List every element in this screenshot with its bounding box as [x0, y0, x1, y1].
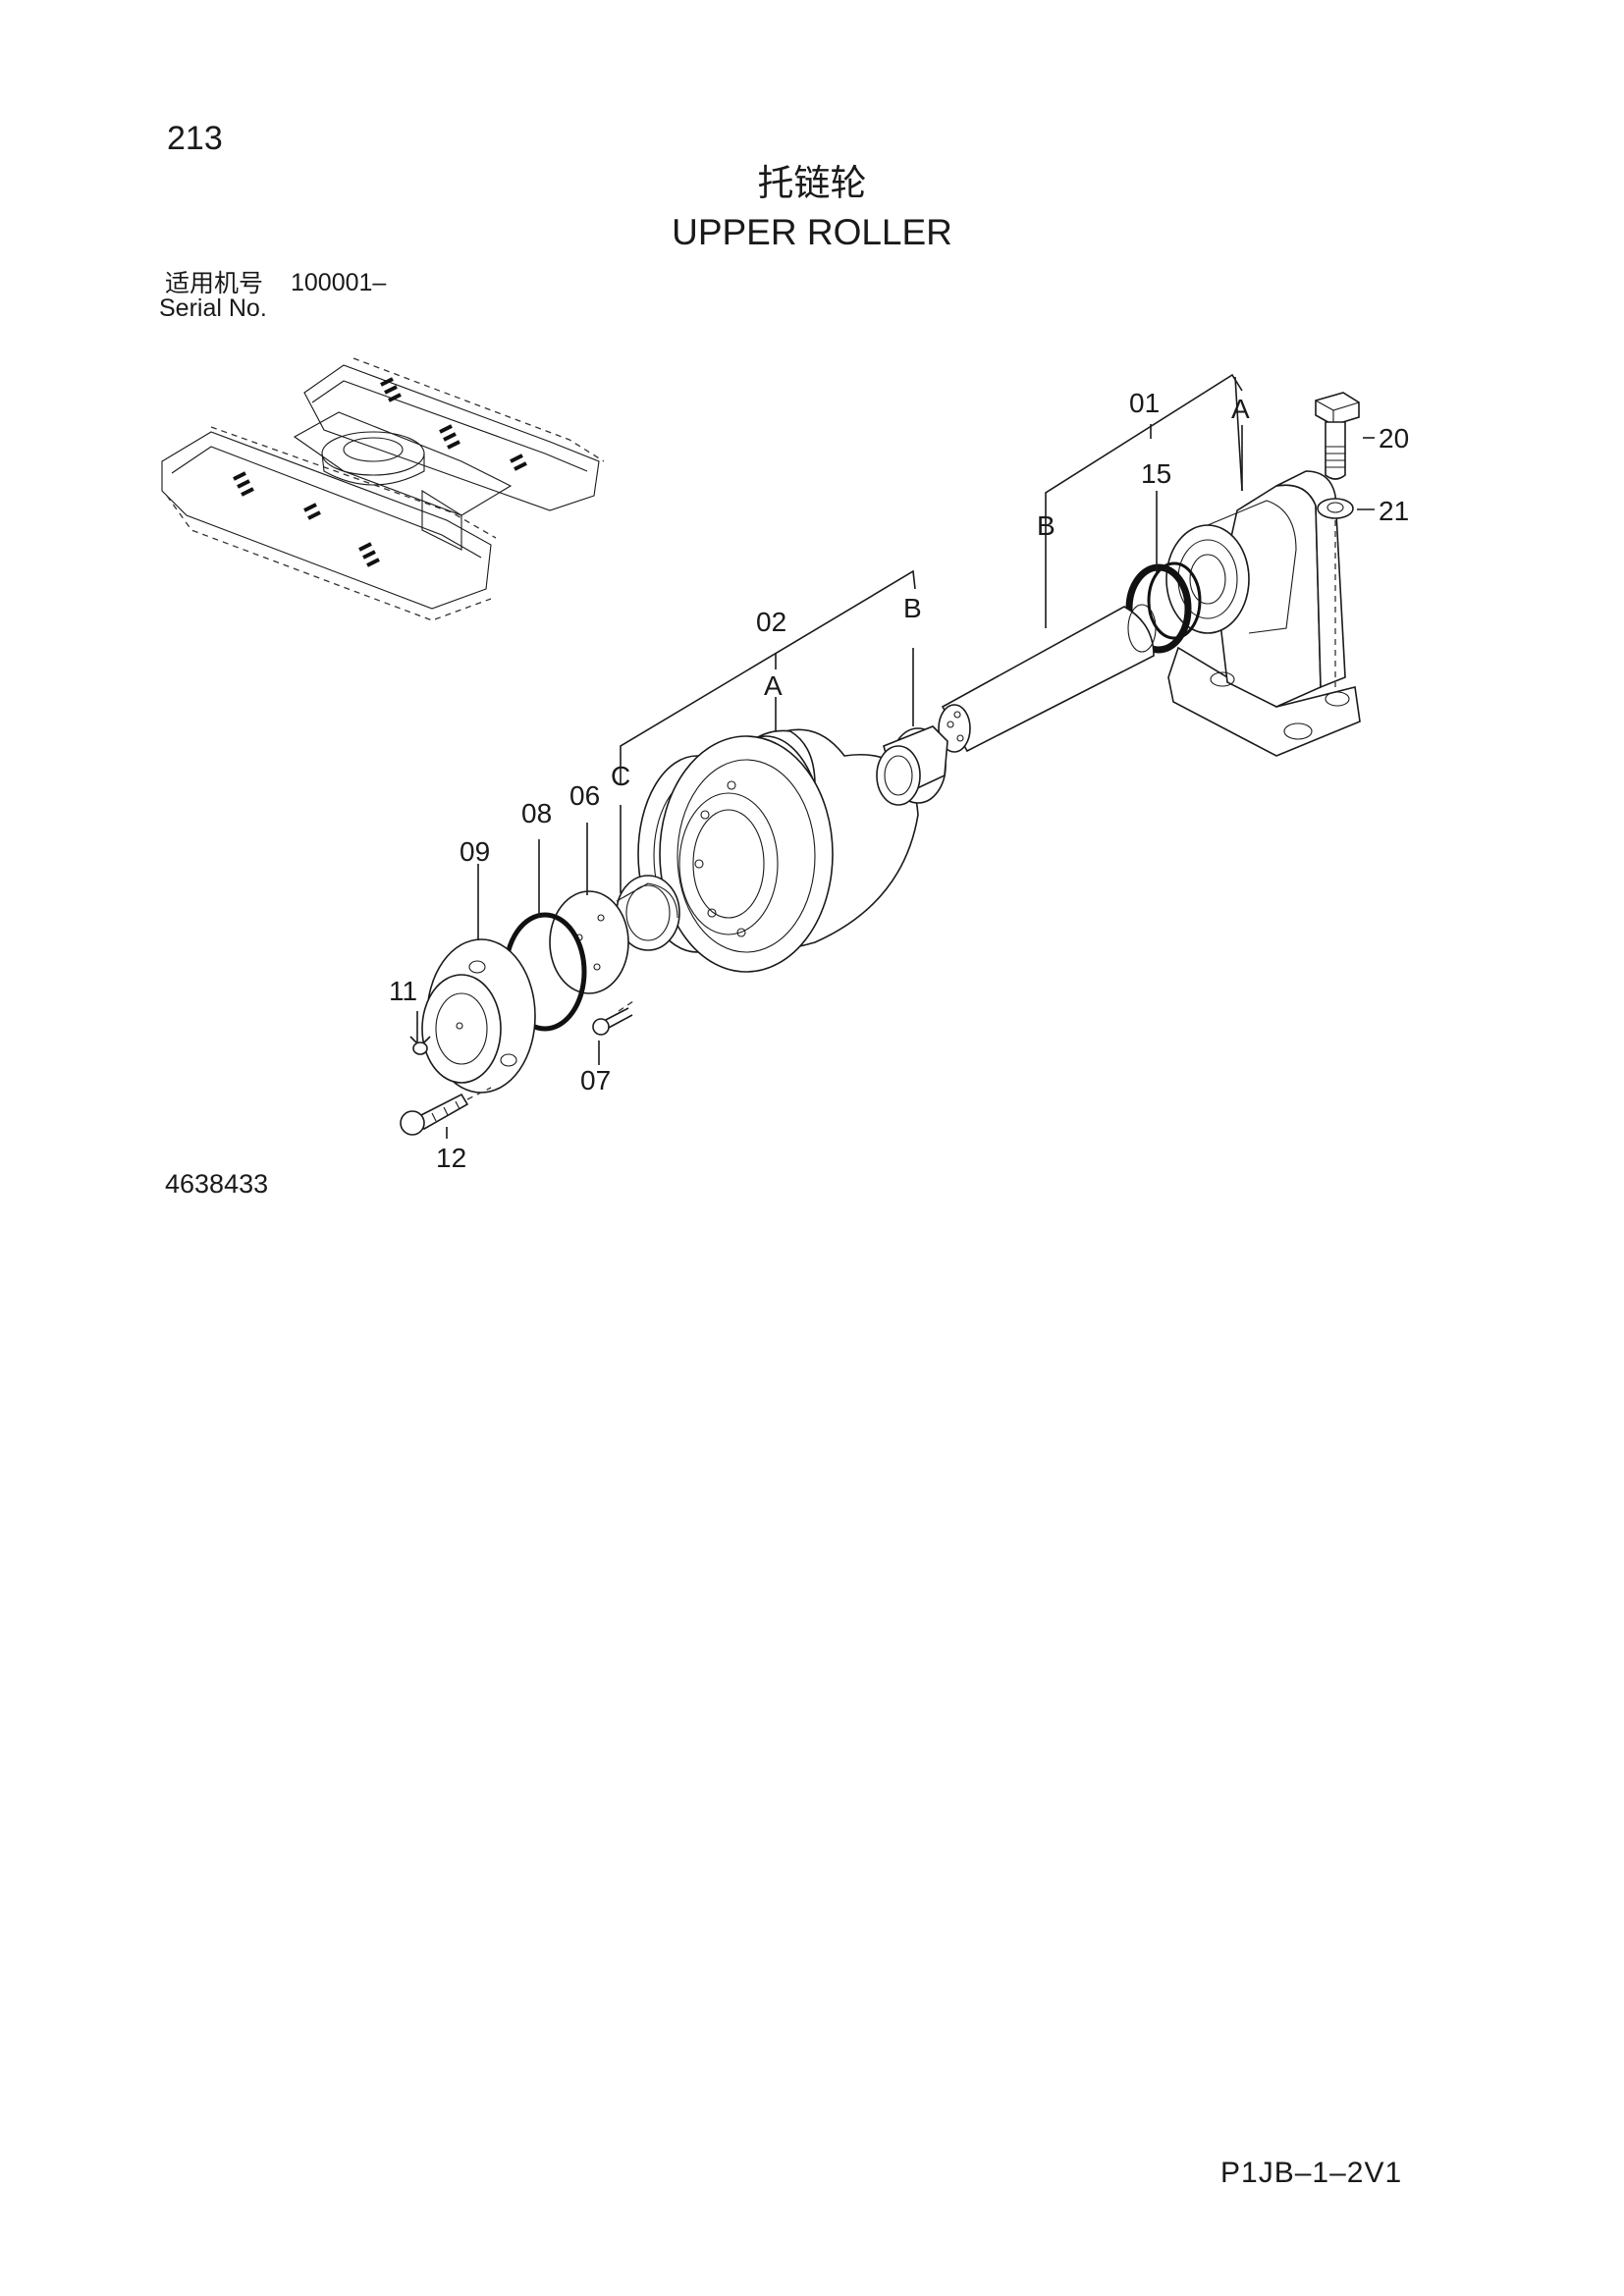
- screw-11-illustration: [409, 1036, 431, 1055]
- serial-number-value: 100001–: [291, 269, 387, 296]
- seal-illustration: [1125, 561, 1202, 654]
- part-label-15: 15: [1141, 458, 1171, 489]
- part-label-21: 21: [1379, 496, 1409, 526]
- drawing-number: 4638433: [165, 1169, 269, 1199]
- group-bracket-01: [1045, 373, 1243, 628]
- bolt-07-illustration: [592, 1000, 634, 1036]
- group-letter-b-02: B: [903, 593, 922, 623]
- roller-body-illustration: [637, 728, 919, 973]
- group-letter-a-02: A: [764, 670, 783, 701]
- roller-bracket-illustration: [1165, 470, 1361, 757]
- bolt-12-illustration: [400, 1087, 492, 1136]
- part-label-20: 20: [1379, 423, 1409, 454]
- part-label-06: 06: [569, 780, 600, 811]
- group-bracket-02: [620, 569, 916, 893]
- serial-label-chinese: 适用机号: [165, 269, 264, 297]
- group-letter-b-01: B: [1037, 510, 1056, 541]
- leader-lines: [416, 425, 1375, 1139]
- part-label-09: 09: [460, 836, 490, 867]
- part-label-02: 02: [756, 607, 786, 637]
- group-letter-c-02: C: [611, 761, 630, 791]
- serial-label-english: Serial No.: [159, 294, 267, 322]
- cover-illustration: [421, 938, 536, 1094]
- part-label-01: 01: [1129, 388, 1160, 418]
- page-code: P1JB–1–2V1: [1220, 2157, 1403, 2189]
- page-title-chinese: 托链轮: [757, 162, 867, 204]
- bushing-illustration: [876, 725, 948, 806]
- plate-illustration: [549, 890, 629, 994]
- washer-21-illustration: [1317, 498, 1354, 519]
- bolt-20-illustration: [1315, 392, 1360, 480]
- part-label-12: 12: [436, 1143, 466, 1173]
- page-title-english: UPPER ROLLER: [672, 212, 952, 252]
- group-letter-a-01: A: [1231, 394, 1250, 424]
- undercarriage-locator-illustration: [161, 357, 605, 621]
- part-label-11: 11: [389, 976, 417, 1006]
- part-label-07: 07: [580, 1065, 611, 1095]
- part-label-08: 08: [521, 798, 552, 828]
- roller-shaft-illustration: [938, 604, 1157, 753]
- page-number: 213: [167, 120, 223, 157]
